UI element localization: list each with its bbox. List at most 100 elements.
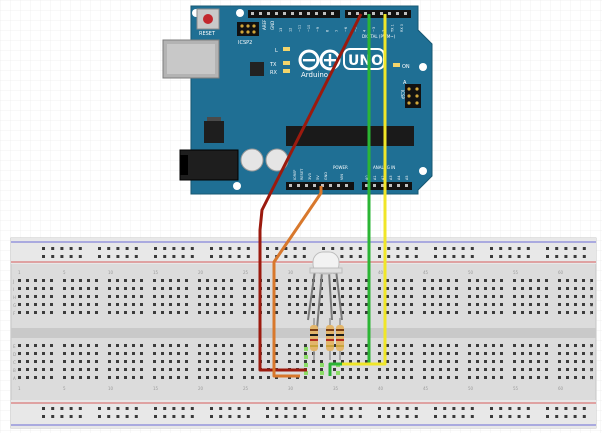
breadboard-hole <box>574 295 577 298</box>
breadboard-hole <box>87 287 90 290</box>
breadboard-hole <box>331 407 335 410</box>
breadboard-hole <box>402 311 405 314</box>
breadboard-hole <box>341 352 344 355</box>
breadboard-hole <box>365 295 368 298</box>
breadboard-hole <box>140 352 143 355</box>
header-pin <box>289 184 292 187</box>
breadboard-hole <box>198 287 201 290</box>
breadboard-hole <box>537 360 540 363</box>
breadboard-hole <box>71 352 74 355</box>
breadboard-hole <box>63 303 66 306</box>
breadboard-hole <box>153 303 156 306</box>
breadboard-hole <box>296 352 299 355</box>
breadboard-hole <box>434 415 437 418</box>
breadboard-hole <box>134 415 138 418</box>
breadboard-hole <box>468 352 471 355</box>
column-number: 50 <box>468 270 474 275</box>
breadboard-hole <box>124 279 127 282</box>
breadboard-hole <box>574 303 577 306</box>
breadboard-hole <box>140 287 143 290</box>
breadboard-hole <box>461 415 465 418</box>
breadboard-hole <box>574 279 577 282</box>
breadboard-hole <box>206 311 209 314</box>
breadboard-hole <box>357 279 360 282</box>
breadboard-hole <box>340 407 344 410</box>
breadboard-hole <box>492 311 495 314</box>
breadboard-hole <box>71 376 74 379</box>
breadboard-hole <box>574 287 577 290</box>
breadboard-hole <box>312 376 315 379</box>
breadboard-hole <box>378 287 381 290</box>
breadboard-hole <box>358 255 362 258</box>
breadboard-hole <box>394 295 397 298</box>
breadboard-hole <box>63 368 66 371</box>
breadboard-hole <box>537 352 540 355</box>
breadboard-hole <box>312 295 315 298</box>
column-number: 20 <box>198 386 204 391</box>
breadboard-hole <box>529 287 532 290</box>
breadboard-hole <box>455 368 458 371</box>
tx-led <box>283 61 290 65</box>
breadboard-hole <box>386 376 389 379</box>
row-letter: I <box>13 287 14 292</box>
breadboard-hole <box>566 368 569 371</box>
breadboard-hole <box>431 303 434 306</box>
breadboard-hole <box>251 352 254 355</box>
column-number: 5 <box>63 270 66 275</box>
breadboard-hole <box>267 295 270 298</box>
breadboard-hole <box>243 368 246 371</box>
breadboard-hole <box>222 303 225 306</box>
breadboard-hole <box>71 279 74 282</box>
breadboard-hole <box>386 344 389 347</box>
breadboard-hole <box>312 311 315 314</box>
reset-pin-label: RESET <box>300 168 304 180</box>
reset-label: RESET <box>199 31 216 37</box>
breadboard-hole <box>566 295 569 298</box>
breadboard-hole <box>341 311 344 314</box>
breadboard-hole <box>484 360 487 363</box>
analog-pin-label: A0 <box>365 176 369 180</box>
breadboard-hole <box>513 360 516 363</box>
breadboard-hole <box>529 311 532 314</box>
breadboard-hole <box>161 303 164 306</box>
breadboard-hole <box>320 360 323 363</box>
breadboard-hole <box>153 360 156 363</box>
breadboard-hole <box>177 287 180 290</box>
breadboard-hole <box>378 303 381 306</box>
row-letter: E <box>13 344 16 349</box>
breadboard-hole <box>140 368 143 371</box>
breadboard-hole <box>214 311 217 314</box>
breadboard-hole <box>439 360 442 363</box>
breadboard-hole <box>431 376 434 379</box>
breadboard-hole <box>545 352 548 355</box>
breadboard-hole <box>484 311 487 314</box>
breadboard-hole <box>582 407 586 410</box>
breadboard-hole <box>266 247 269 250</box>
breadboard-hole <box>177 344 180 347</box>
breadboard-hole <box>95 311 98 314</box>
on-label: ON <box>402 64 410 70</box>
breadboard-hole <box>484 279 487 282</box>
breadboard-hole <box>87 376 90 379</box>
breadboard-hole <box>50 344 53 347</box>
breadboard-hole <box>490 407 493 410</box>
breadboard-hole <box>500 376 503 379</box>
breadboard-hole <box>132 287 135 290</box>
breadboard-hole <box>177 295 180 298</box>
header-pin <box>323 12 326 15</box>
breadboard-hole <box>237 415 241 418</box>
breadboard-hole <box>365 352 368 355</box>
breadboard-hole <box>582 295 585 298</box>
breadboard-hole <box>246 415 250 418</box>
breadboard-hole <box>198 376 201 379</box>
breadboard-hole <box>251 360 254 363</box>
breadboard-hole <box>423 303 426 306</box>
breadboard-hole <box>590 295 593 298</box>
breadboard-hole <box>228 407 232 410</box>
breadboard-hole <box>378 279 381 282</box>
breadboard-hole <box>500 287 503 290</box>
breadboard-hole <box>558 360 561 363</box>
breadboard-hole <box>526 255 530 258</box>
reset-button-cap[interactable] <box>203 14 213 24</box>
